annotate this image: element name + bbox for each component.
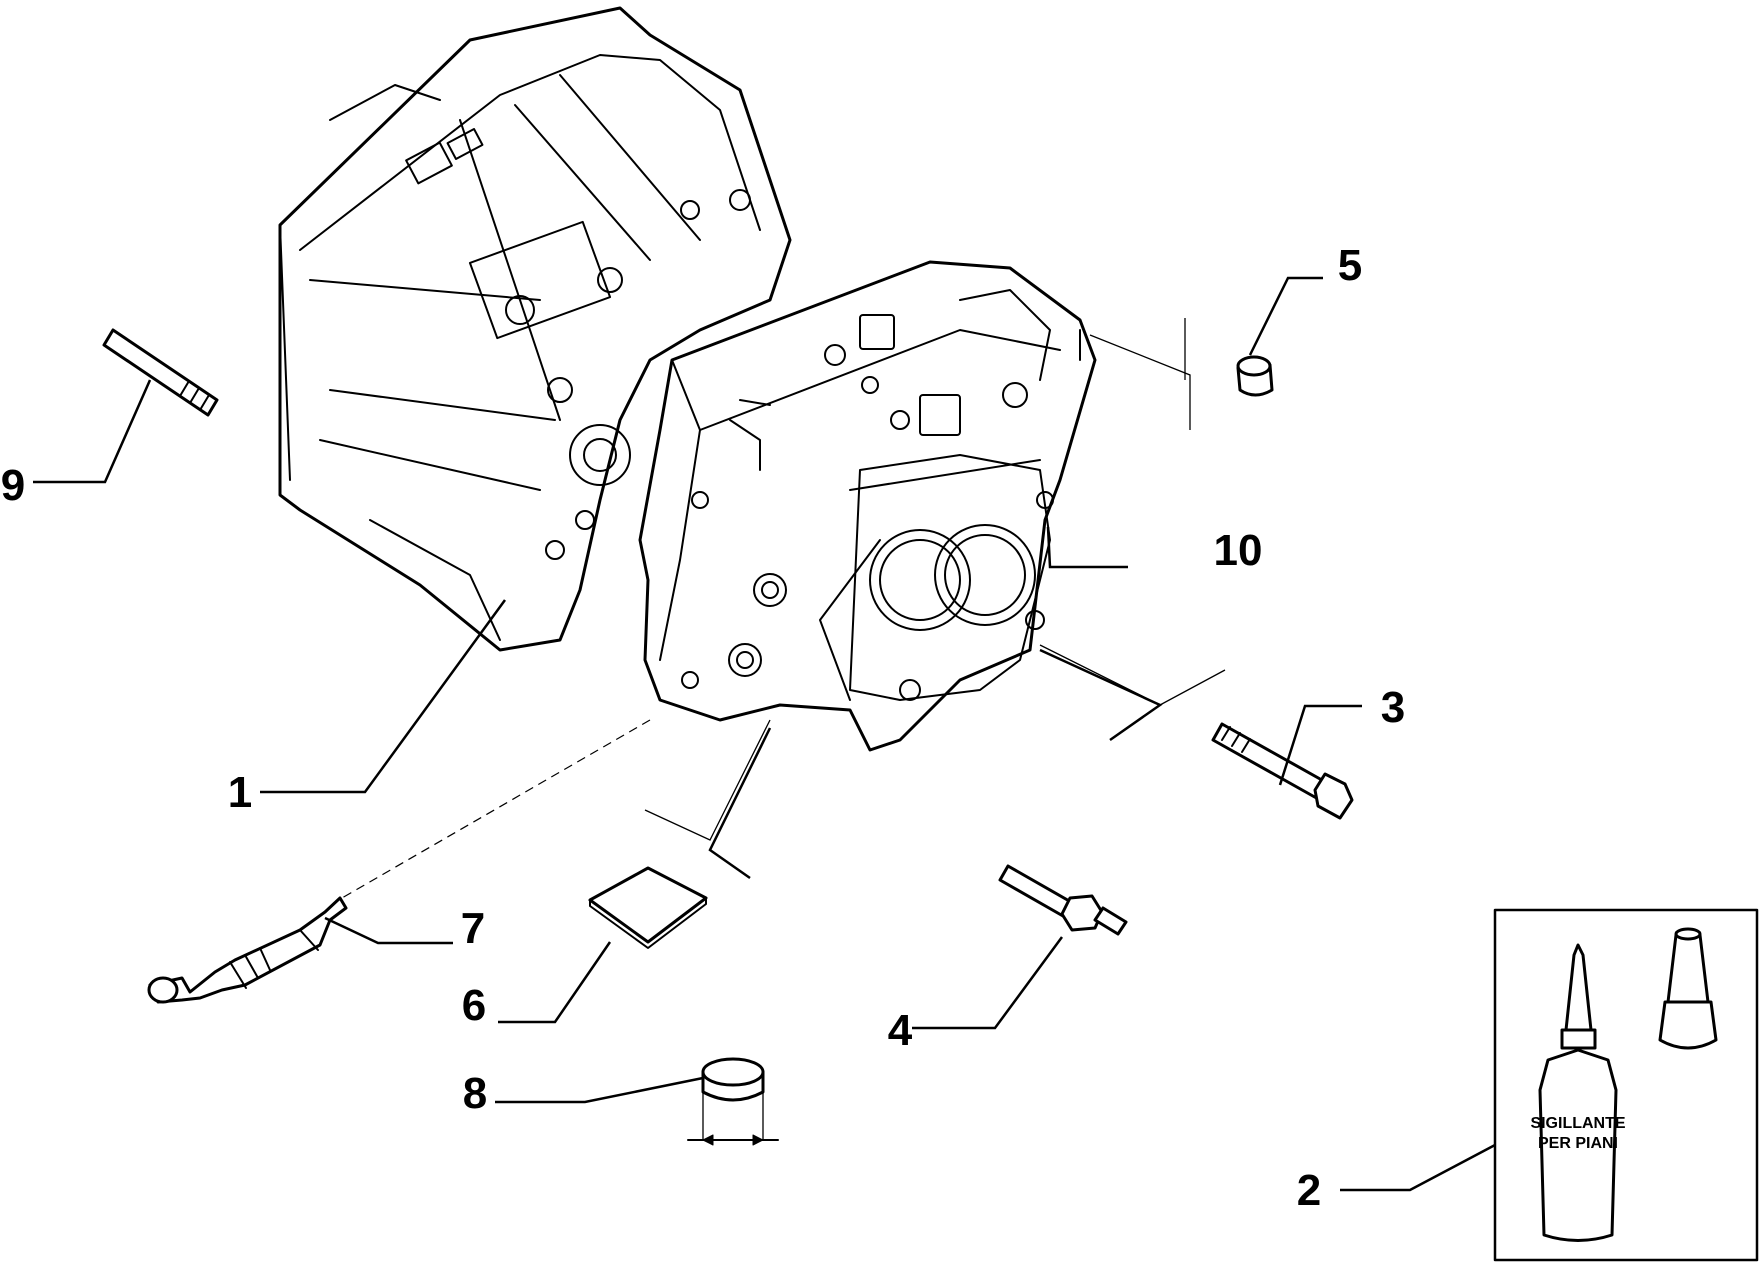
breather-part-4: [998, 864, 1128, 936]
callout-4: 4: [888, 1006, 913, 1055]
sealant-label-line2: PER PIANI: [1538, 1135, 1618, 1152]
callout-9: 9: [1, 461, 25, 510]
gearbox-housing-part-10: [638, 260, 1097, 752]
stud-part-9: [102, 328, 219, 417]
callout-6: 6: [462, 981, 486, 1030]
sealant-kit-part-2: SIGILLANTE PER PIANI: [1493, 908, 1759, 1262]
callout-labels: 1 2 3 4 5 6 7 8 9 10: [1, 241, 1405, 1215]
callout-8: 8: [463, 1069, 487, 1118]
callout-1: 1: [228, 768, 252, 817]
reference-lines: [334, 318, 1226, 903]
callout-7: 7: [461, 904, 485, 953]
bolt-part-3: [1211, 722, 1354, 820]
leader-lines: [33, 276, 1496, 1192]
plug-part-8: [687, 1057, 779, 1146]
callout-2: 2: [1297, 1166, 1321, 1215]
sensor-part-7: [147, 896, 348, 1004]
gasket-part-6: [588, 866, 708, 949]
callout-5: 5: [1338, 241, 1362, 290]
nut-part-5: [1236, 355, 1274, 397]
callout-10: 10: [1214, 526, 1263, 575]
sealant-label-line1: SIGILLANTE: [1530, 1115, 1625, 1132]
callout-3: 3: [1381, 683, 1405, 732]
clutch-housing-part-1: [278, 6, 792, 652]
